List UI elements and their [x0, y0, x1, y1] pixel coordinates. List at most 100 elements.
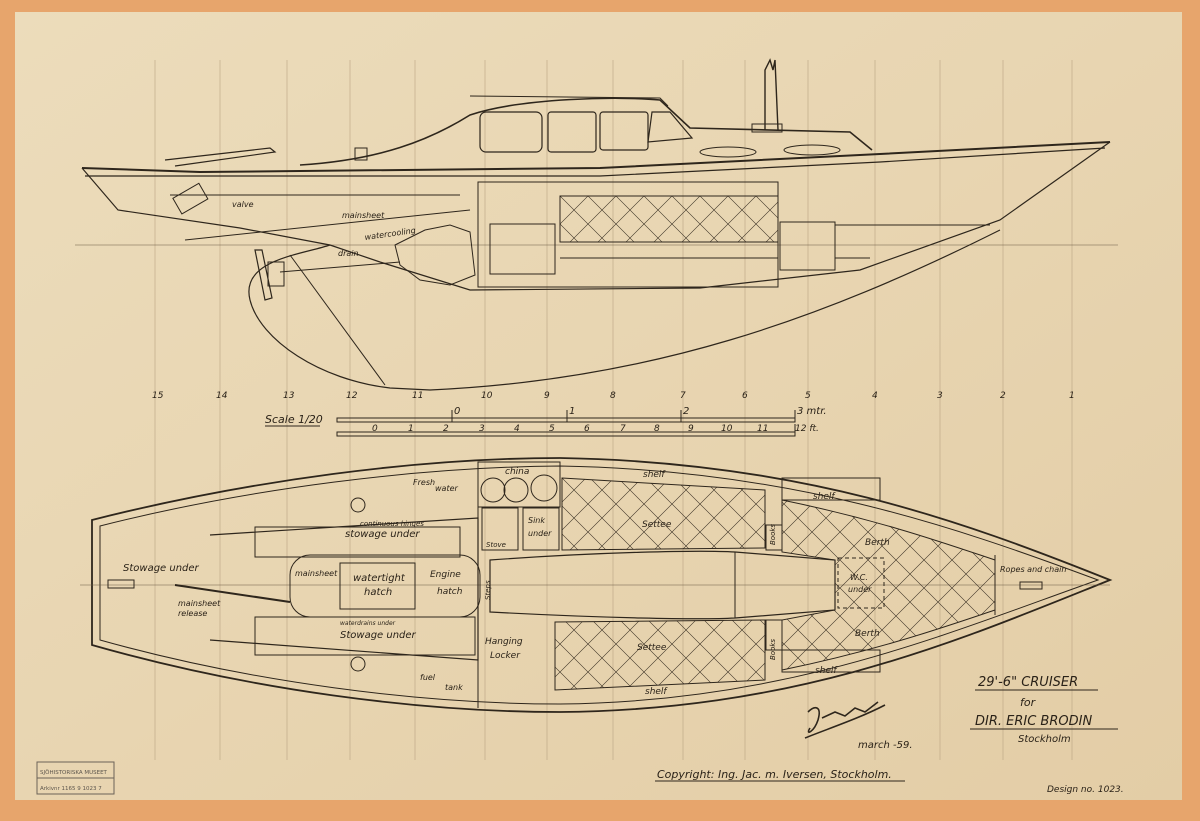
scale-label: Scale 1/20 [265, 413, 323, 426]
propeller-shaft [279, 261, 401, 273]
label-text: 4 [872, 391, 878, 401]
label-text: 15 [152, 391, 164, 401]
label-text: 10 [721, 424, 733, 434]
label-settee-1: Settee [642, 520, 672, 530]
label-shelf-2: shelf [813, 492, 836, 502]
label-text: 1 [1069, 391, 1075, 401]
boat-title: 29'-6" CRUISER [978, 675, 1078, 690]
label-text: 3 [937, 391, 943, 401]
hull-bottom [81, 141, 1111, 291]
settee-starboard [561, 477, 766, 551]
label-text: 3 mtr. [797, 406, 827, 417]
label-berth-1: Berth [865, 538, 890, 548]
label-steps: Steps [484, 580, 492, 600]
profile-view: valve mainsheet watercooling drain [75, 58, 1118, 391]
label-fresh: Fresh [413, 478, 435, 487]
label-mainsheet-release-1: mainsheet [178, 599, 221, 608]
label-hatch: hatch [364, 587, 392, 598]
label-text: 9 [544, 391, 550, 401]
label-text: 4 [514, 424, 520, 434]
drawing-date: march -59. [858, 740, 913, 751]
label-tank: tank [445, 683, 463, 692]
window [547, 111, 597, 153]
label-stowage-under-aft: Stowage under [123, 563, 200, 574]
plan-view: Fresh water china shelf shelf Settee Set… [80, 457, 1113, 713]
tiller [164, 147, 277, 167]
label-text: 7 [680, 391, 686, 401]
settee-profile [559, 195, 779, 243]
label-text: 9 [688, 424, 694, 434]
deadwood [289, 254, 386, 386]
label-fuel: fuel [420, 673, 436, 682]
label-text: 5 [805, 391, 811, 401]
archive-stamp: SJÖHISTORISKA MUSEET Arkivnr 1165 9 1023… [36, 761, 115, 795]
label-text: 12 [346, 391, 358, 401]
client-name: DIR. ERIC BRODIN [975, 714, 1092, 729]
label-text: 0 [372, 424, 378, 434]
label-wc-under: under [848, 585, 872, 594]
sheer-line [81, 141, 1111, 174]
label-text: 1 [569, 406, 575, 417]
label-valve: valve [232, 200, 254, 209]
for-label: for [1020, 696, 1037, 709]
exhaust-stack [764, 58, 779, 131]
label-text: 6 [742, 391, 748, 401]
label-stowage-under-1: stowage under [345, 529, 420, 540]
label-books-2: Books [769, 639, 777, 660]
label-text: 1 [408, 424, 414, 434]
label-text: 11 [412, 391, 423, 401]
title-block: 29'-6" CRUISER for DIR. ERIC BRODIN Stoc… [655, 675, 1124, 795]
settee-port [554, 619, 766, 691]
label-mainsheet-plan: mainsheet [295, 569, 338, 578]
berth-forward [781, 499, 996, 671]
label-continuous-hinges: continuous hinges [360, 520, 424, 528]
label-text: 14 [216, 391, 228, 401]
signature [804, 701, 886, 739]
label-stowage-under-2: Stowage under [340, 630, 417, 641]
keel [248, 229, 1001, 391]
label-text: 8 [654, 424, 660, 434]
label-waterdrains: waterdrains under [340, 620, 396, 627]
label-watertight: watertight [353, 573, 406, 584]
label-text: 2 [443, 424, 449, 434]
label-text: 11 [757, 424, 768, 434]
label-mainsheet-profile: mainsheet [342, 211, 385, 220]
label-text: 3 [479, 424, 485, 434]
label-engine: Engine [430, 570, 461, 580]
label-shelf-3: shelf [645, 687, 668, 697]
engine [394, 224, 476, 286]
scale-bar: Scale 1/20 0 1 2 3 mtr. 0 1 2 3 4 5 6 7 … [265, 406, 827, 437]
label-locker: Locker [490, 651, 521, 661]
label-sink: Sink [528, 516, 545, 525]
rudder [254, 249, 273, 301]
label-stove: Stove [486, 541, 506, 549]
label-text: 13 [283, 391, 295, 401]
label-shelf-1: shelf [643, 470, 666, 480]
client-city: Stockholm [1018, 734, 1071, 745]
label-wc: W.C. [850, 573, 868, 582]
label-text: 0 [454, 406, 460, 417]
label-engine-hatch: hatch [437, 587, 463, 597]
label-settee-2: Settee [637, 643, 667, 653]
label-ropes-and-chain: Ropes and chain [1000, 565, 1066, 574]
label-china: china [505, 467, 529, 477]
label-text: 12 ft. [795, 424, 819, 434]
label-water: water [435, 484, 459, 493]
stamp-line-1: SJÖHISTORISKA MUSEET [40, 769, 108, 776]
label-berth-2: Berth [855, 629, 880, 639]
label-text: 6 [584, 424, 590, 434]
design-number: Design no. 1023. [1047, 785, 1124, 795]
label-mainsheet-release-2: release [178, 609, 207, 618]
stamp-line-2: Arkivnr 1165 9 1023 7 [40, 786, 102, 792]
label-text: 8 [610, 391, 616, 401]
label-drain: drain [338, 249, 359, 258]
label-text: 2 [683, 406, 689, 417]
cabin-house [299, 97, 873, 166]
copyright: Copyright: Ing. Jac. m. Iversen, Stockho… [657, 768, 892, 781]
window [479, 111, 543, 153]
label-text: 2 [1000, 391, 1006, 401]
label-shelf-4: shelf [815, 666, 838, 676]
window [647, 111, 694, 143]
